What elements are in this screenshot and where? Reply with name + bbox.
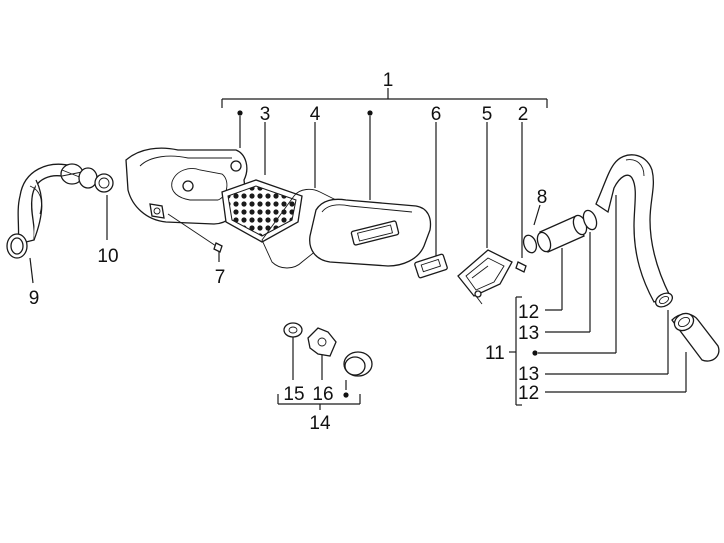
airbox-cover-part xyxy=(309,198,432,267)
clip-part xyxy=(515,261,527,273)
callout-16: 16 xyxy=(312,384,333,405)
callout-13-lower: 13 xyxy=(518,364,539,385)
callout-15: 15 xyxy=(283,384,304,405)
callout-9: 9 xyxy=(29,288,40,309)
callout-7: 7 xyxy=(215,267,226,288)
washer-part xyxy=(283,322,303,338)
sleeve-part-lower xyxy=(671,312,720,362)
callout-14: 14 xyxy=(309,413,331,434)
leader-lines xyxy=(29,88,687,410)
callout-6: 6 xyxy=(431,104,442,125)
callout-2: 2 xyxy=(518,104,529,125)
filter-element-part xyxy=(221,179,303,243)
callout-11: 11 xyxy=(485,343,505,364)
screw-part xyxy=(167,213,223,253)
callout-1: 1 xyxy=(383,70,394,91)
clamp-part-lower xyxy=(654,292,674,308)
callout-13-upper: 13 xyxy=(518,323,539,344)
label-plate-part xyxy=(414,253,448,279)
callout-5: 5 xyxy=(482,104,493,125)
callout-12-lower: 12 xyxy=(518,383,539,404)
intake-hose-part xyxy=(6,163,98,259)
leader-dots xyxy=(237,110,538,398)
hose-clamp-part xyxy=(94,173,114,193)
callout-10: 10 xyxy=(97,246,118,267)
callout-labels: 1 2 3 4 5 6 7 8 9 10 11 12 13 13 12 14 1… xyxy=(29,70,548,434)
callout-4: 4 xyxy=(310,104,321,125)
callout-12-upper: 12 xyxy=(518,302,539,323)
sleeve-part xyxy=(522,209,598,254)
long-hose-part xyxy=(595,154,671,303)
cap-part xyxy=(343,351,373,377)
spacer-part xyxy=(307,327,337,357)
reed-valve-part xyxy=(457,249,513,305)
callout-8: 8 xyxy=(537,187,548,208)
callout-3: 3 xyxy=(260,104,271,125)
